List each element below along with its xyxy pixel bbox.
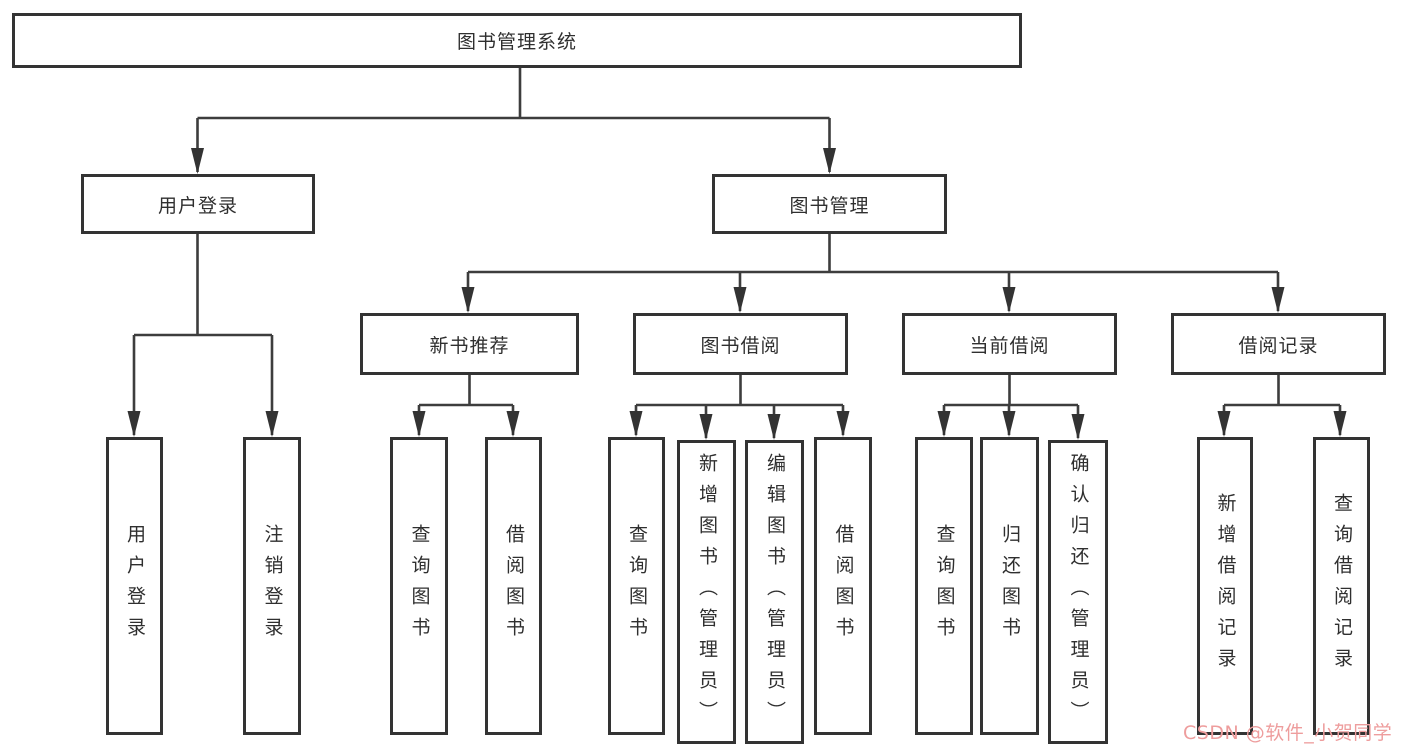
- leaf-query-borrow-record-label: 查询借阅记录: [1331, 493, 1353, 679]
- arrowhead: [265, 411, 279, 437]
- arrowhead: [1002, 411, 1016, 437]
- leaf-borrow-books-recommend-label: 借阅图书: [503, 524, 525, 648]
- arrowhead: [127, 411, 141, 437]
- leaf-add-book-admin-label: 新增图书（管理员）: [696, 452, 718, 732]
- leaf-logout-label: 注销登录: [261, 524, 284, 648]
- connector-book-borrow: [634, 375, 845, 438]
- arrowhead: [1002, 287, 1016, 313]
- arrowhead: [1217, 411, 1231, 437]
- node-user-login: 用户登录: [81, 174, 315, 234]
- node-current-borrow: 当前借阅: [902, 313, 1117, 375]
- leaf-add-borrow-record: 新增借阅记录: [1197, 437, 1253, 735]
- node-new-book-recommend-label: 新书推荐: [429, 334, 510, 357]
- arrowhead: [823, 148, 836, 174]
- arrowhead: [937, 411, 951, 437]
- leaf-query-books-recommend-label: 查询图书: [408, 524, 431, 648]
- arrowhead: [699, 414, 713, 440]
- node-borrow-records-label: 借阅记录: [1238, 334, 1319, 357]
- arrowhead: [1071, 414, 1085, 440]
- arrowhead: [1271, 287, 1285, 313]
- arrowhead: [733, 287, 747, 313]
- connector-borrow-records: [1222, 375, 1342, 435]
- leaf-user-login: 用户登录: [106, 437, 163, 735]
- node-new-book-recommend: 新书推荐: [360, 313, 579, 375]
- connector-book-management: [466, 234, 1280, 311]
- leaf-confirm-return-admin-label: 确认归还（管理员）: [1067, 452, 1090, 732]
- watermark: CSDN @软件_小贺同学: [1183, 722, 1393, 744]
- arrowhead: [1333, 411, 1347, 437]
- node-root: 图书管理系统: [12, 13, 1022, 68]
- node-book-management: 图书管理: [712, 174, 947, 234]
- arrowhead: [412, 411, 426, 437]
- node-borrow-records: 借阅记录: [1171, 313, 1386, 375]
- leaf-query-books-current: 查询图书: [915, 437, 973, 735]
- leaf-query-books-recommend: 查询图书: [390, 437, 448, 735]
- connector-new-book-recommend: [417, 375, 515, 435]
- leaf-confirm-return-admin: 确认归还（管理员）: [1048, 440, 1108, 744]
- node-user-login-label: 用户登录: [157, 194, 238, 217]
- arrowhead: [191, 148, 204, 174]
- leaf-borrow-books-borrow-label: 借阅图书: [832, 524, 855, 648]
- leaf-query-books-current-label: 查询图书: [933, 524, 956, 648]
- leaf-add-book-admin: 新增图书（管理员）: [677, 440, 736, 744]
- leaf-edit-book-admin-label: 编辑图书（管理员）: [764, 452, 786, 732]
- arrowhead: [461, 287, 475, 313]
- leaf-add-borrow-record-label: 新增借阅记录: [1214, 493, 1237, 679]
- leaf-borrow-books-borrow: 借阅图书: [814, 437, 872, 735]
- node-book-borrow-label: 图书借阅: [700, 334, 781, 357]
- leaf-query-borrow-record: 查询借阅记录: [1313, 437, 1370, 735]
- leaf-return-book-label: 归还图书: [999, 524, 1021, 648]
- leaf-logout: 注销登录: [243, 437, 301, 735]
- connector-root: [196, 68, 831, 172]
- node-book-management-label: 图书管理: [789, 194, 870, 217]
- leaf-borrow-books-recommend: 借阅图书: [485, 437, 542, 735]
- leaf-return-book: 归还图书: [980, 437, 1039, 735]
- node-current-borrow-label: 当前借阅: [969, 334, 1050, 357]
- arrowhead: [629, 411, 643, 437]
- leaf-query-books-borrow-label: 查询图书: [626, 524, 648, 648]
- node-root-label: 图书管理系统: [456, 31, 577, 53]
- leaf-edit-book-admin: 编辑图书（管理员）: [745, 440, 804, 744]
- arrowhead: [506, 411, 520, 437]
- leaf-user-login-label: 用户登录: [124, 524, 146, 648]
- arrowhead: [836, 411, 850, 437]
- connector-user-login: [132, 234, 274, 435]
- leaf-query-books-borrow: 查询图书: [608, 437, 665, 735]
- node-book-borrow: 图书借阅: [633, 313, 848, 375]
- arrowhead: [767, 414, 781, 440]
